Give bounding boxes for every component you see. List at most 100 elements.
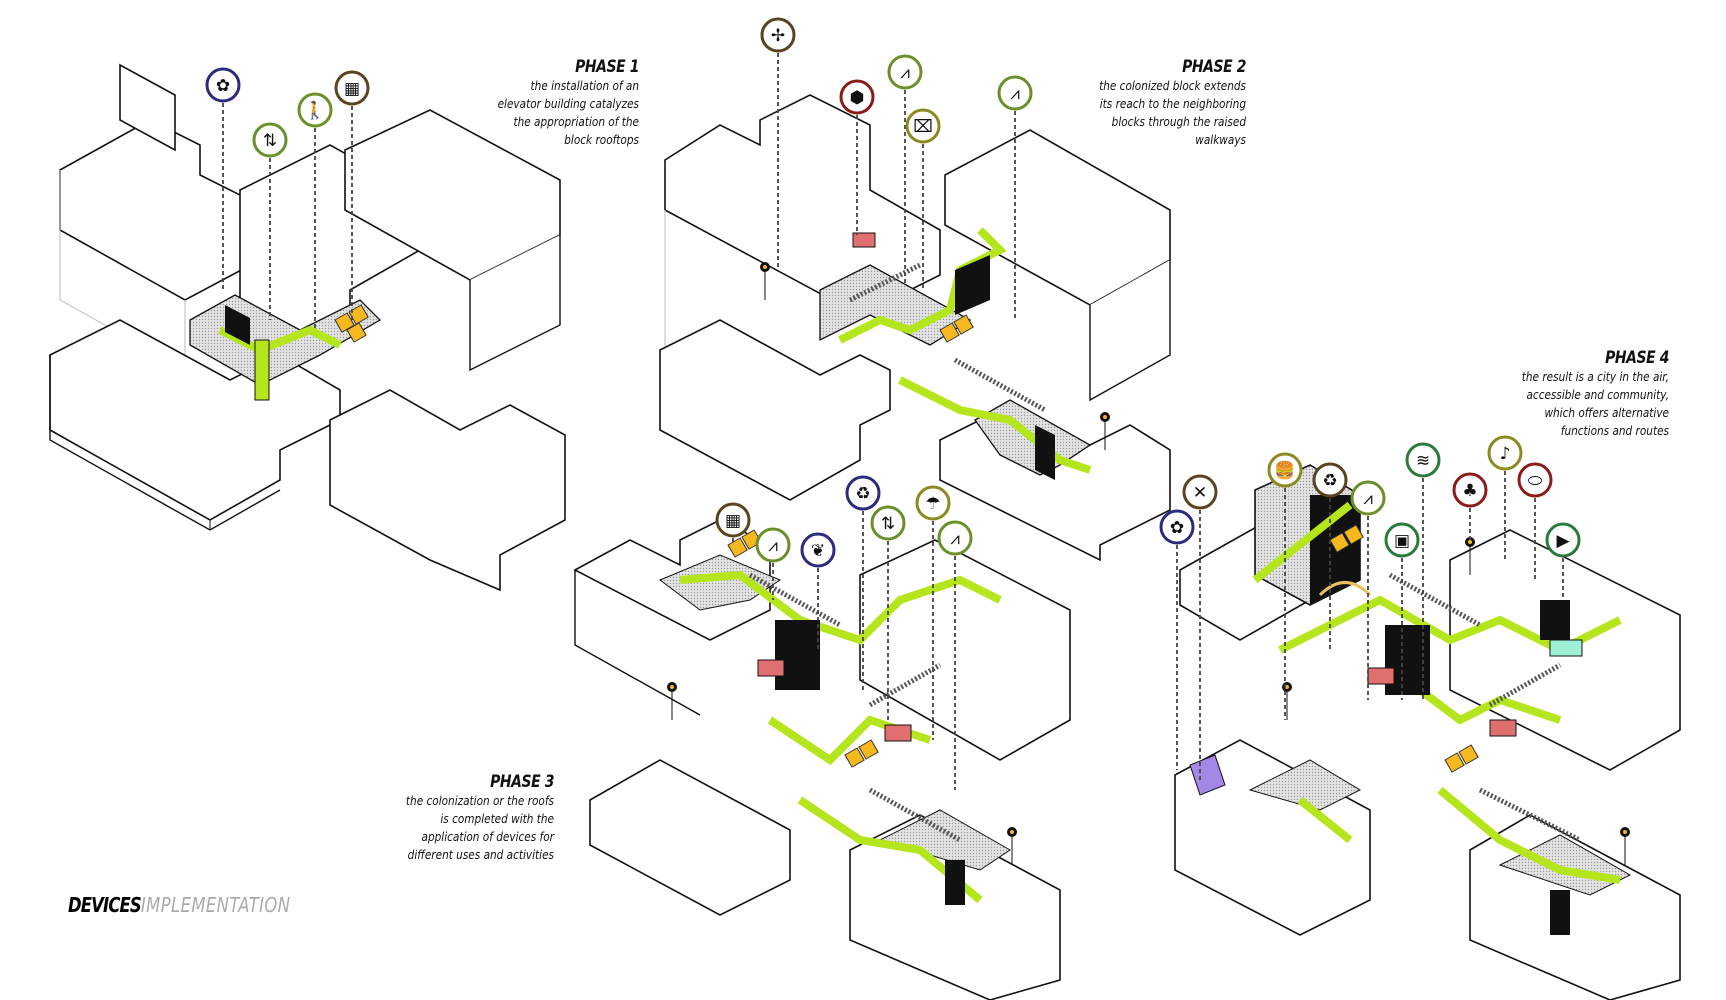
icon-ring xyxy=(1487,435,1523,471)
device-marker-container-box-icon: ⬢ xyxy=(839,79,875,235)
red-container xyxy=(1367,667,1395,685)
solar-panel xyxy=(939,314,974,343)
device-marker-bridge-icon: ⩘ xyxy=(887,54,923,285)
black-wall xyxy=(955,255,990,315)
device-marker-video-camera-icon: ▶ xyxy=(1545,522,1581,600)
rooftop xyxy=(819,264,972,346)
phase-1-model xyxy=(49,63,566,592)
solar-panel-icon: ▦ xyxy=(725,511,741,531)
building xyxy=(849,814,1061,1000)
icon-ring xyxy=(297,92,333,128)
phase-2-model xyxy=(659,94,1171,562)
bridge-icon: ⩘ xyxy=(768,536,778,556)
device-marker-sprout-icon: ♣ xyxy=(1452,472,1488,540)
solar-panel xyxy=(1444,744,1479,773)
device-marker-elevator-icon: ⇅ xyxy=(870,505,906,720)
elevator-icon: ⇅ xyxy=(881,514,895,534)
phase-4-description: the result is a city in the air, accessi… xyxy=(1521,369,1669,438)
phase-2-caption: PHASE 2 the colonized block extends its … xyxy=(1006,57,1246,149)
icon-ring xyxy=(1350,480,1386,516)
device-marker-solar-panel-icon: ▦ xyxy=(334,70,370,320)
solar-panel-icon: ▦ xyxy=(344,79,360,99)
device-marker-no-insects-icon: ✕ xyxy=(1182,474,1218,780)
icon-ring xyxy=(252,122,288,158)
device-marker-flower-icon: ✿ xyxy=(1159,509,1195,770)
building xyxy=(659,319,891,501)
phase-1-title: PHASE 1 xyxy=(575,57,639,77)
bridge-truss xyxy=(748,572,962,843)
container-box-icon: ⬢ xyxy=(850,88,865,108)
device-marker-terrace-umbrella-icon: ☂ xyxy=(915,485,951,740)
plant-leaf-icon: ❦ xyxy=(811,541,825,561)
flower-icon: ✿ xyxy=(216,76,230,96)
device-marker-solar-panel-icon: ▦ xyxy=(715,502,751,545)
icon-ring xyxy=(1405,442,1441,478)
device-marker-wifi-icon: ≋ xyxy=(1405,442,1441,700)
wifi-icon: ≋ xyxy=(1416,451,1430,471)
red-container xyxy=(884,724,912,742)
black-wall xyxy=(945,860,965,905)
street-lamp xyxy=(1100,412,1110,450)
building xyxy=(589,759,791,916)
black-wall xyxy=(775,620,820,690)
red-container xyxy=(757,659,785,677)
phase-4-caption: PHASE 4 the result is a city in the air,… xyxy=(1409,348,1670,440)
green-walkway xyxy=(838,227,1092,474)
red-container xyxy=(1489,719,1517,737)
guitar-icon: ♪ xyxy=(1500,444,1511,464)
green-walkway xyxy=(1252,501,1622,884)
red-container xyxy=(852,232,876,248)
bridge-icon: ⩘ xyxy=(1363,489,1373,509)
street-lamp xyxy=(1007,827,1017,865)
tv-icon: ▣ xyxy=(1394,531,1410,551)
flower-icon: ✿ xyxy=(1170,518,1184,538)
device-marker-flower-icon: ✿ xyxy=(205,67,241,290)
icon-ring xyxy=(1267,452,1303,488)
icon-ring xyxy=(1545,522,1581,558)
icon-ring xyxy=(800,532,836,568)
device-marker-elevator-icon: ⇅ xyxy=(252,122,288,320)
phase-2-title: PHASE 2 xyxy=(1182,57,1246,77)
device-marker-wind-turbine-icon: ✢ xyxy=(760,17,796,270)
device-marker-bridge-icon: ⩘ xyxy=(1350,480,1386,700)
title-bold: DEVICES xyxy=(68,893,142,917)
recycle-icon: ♻ xyxy=(855,484,870,504)
device-marker-bridge-icon: ⩘ xyxy=(937,520,973,790)
icon-ring xyxy=(1517,462,1553,498)
building xyxy=(59,119,261,301)
icon-ring xyxy=(905,108,941,144)
phase-1-description: the installation of an elevator building… xyxy=(497,78,639,147)
terrace-umbrella-icon: ☂ xyxy=(925,494,940,514)
device-marker-plant-leaf-icon: ❦ xyxy=(800,532,836,650)
title-light: IMPLEMENTATION xyxy=(140,893,291,917)
phase-1-caption: PHASE 1 the installation of an elevator … xyxy=(399,57,640,149)
phase-4-title: PHASE 4 xyxy=(1605,348,1669,368)
screen-panel xyxy=(1549,639,1583,657)
elevator-tower xyxy=(254,339,270,401)
icon-ring xyxy=(845,475,881,511)
device-marker-recycle-icon: ♻ xyxy=(845,475,881,690)
icon-ring xyxy=(915,485,951,521)
black-wall xyxy=(225,305,250,345)
icon-ring xyxy=(839,79,875,115)
device-marker-fast-food-icon: 🍔 xyxy=(1267,452,1303,720)
icon-ring xyxy=(715,502,751,538)
icon-ring xyxy=(1312,462,1348,498)
bridge-truss xyxy=(1388,572,1582,843)
solar-panel xyxy=(1329,524,1364,553)
device-marker-tv-icon: ▣ xyxy=(1384,522,1420,700)
recycle-icon: ♻ xyxy=(1322,471,1337,491)
street-lamp xyxy=(760,262,770,300)
icon-ring xyxy=(1159,509,1195,545)
video-camera-icon: ▶ xyxy=(1556,531,1570,551)
pavilion-arch xyxy=(1318,581,1372,597)
solar-panel xyxy=(334,304,369,343)
wind-turbine-icon: ✢ xyxy=(771,26,785,46)
phase-2-description: the colonized block extends its reach to… xyxy=(1099,78,1246,147)
pill-icon: ⬭ xyxy=(1528,471,1543,491)
bridge-truss xyxy=(848,262,1047,413)
device-marker-pill-icon: ⬭ xyxy=(1517,462,1553,580)
black-wall xyxy=(1550,890,1570,935)
icon-ring xyxy=(870,505,906,541)
